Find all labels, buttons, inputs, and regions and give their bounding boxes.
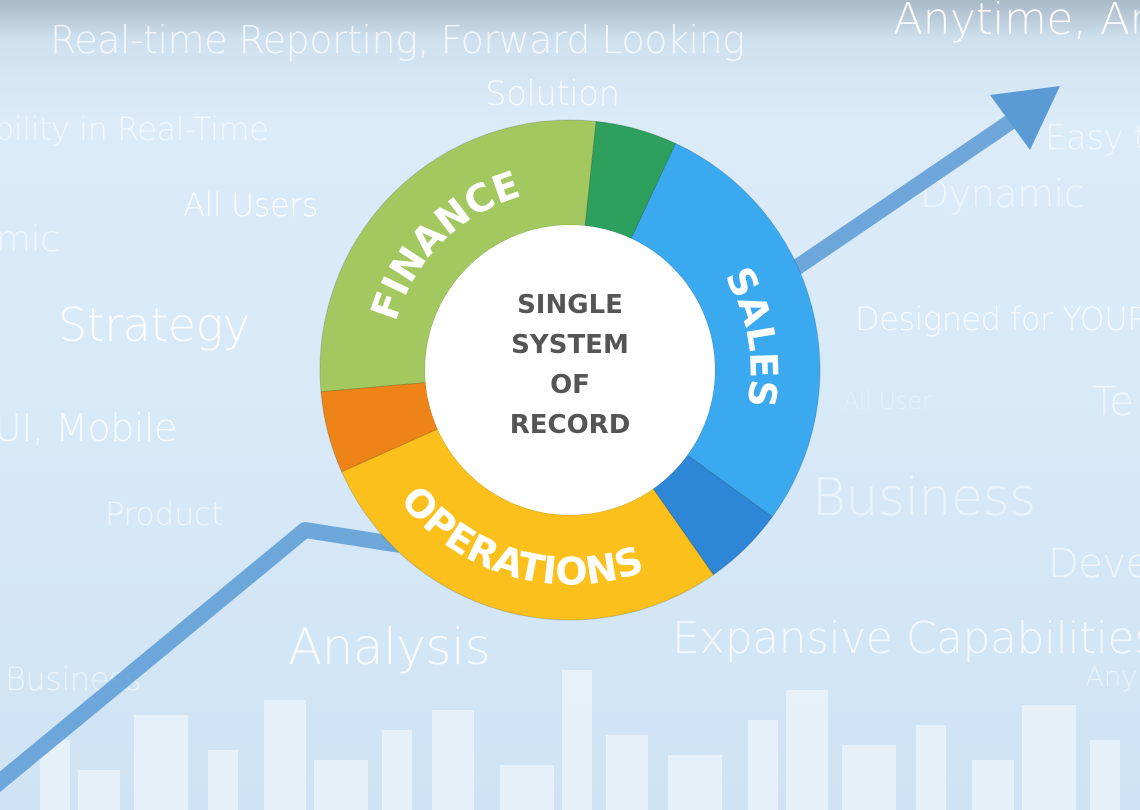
center-circle xyxy=(425,225,715,515)
bg-word: Dynamic xyxy=(920,172,1085,216)
bg-word: Anytime, An xyxy=(893,0,1140,45)
building xyxy=(748,720,778,810)
center-line: SINGLE xyxy=(517,290,623,320)
building xyxy=(134,715,188,810)
bg-word: Easy to xyxy=(1045,118,1140,158)
building xyxy=(208,750,238,810)
bg-word: UI, Mobile xyxy=(0,406,177,450)
bg-word: Product xyxy=(105,495,224,533)
center-label: SINGLE SYSTEM OF RECORD xyxy=(470,285,670,445)
ring-segment-operations xyxy=(340,428,715,621)
arrow-line-lower xyxy=(0,522,402,793)
building xyxy=(842,745,896,810)
bg-word: All User xyxy=(843,387,932,415)
building xyxy=(264,700,306,810)
center-line: RECORD xyxy=(509,410,631,440)
bg-word: Deve xyxy=(1048,541,1140,587)
bg-word: bility in Real-Time xyxy=(0,110,269,148)
building xyxy=(972,760,1014,810)
building xyxy=(916,725,946,810)
building xyxy=(432,710,474,810)
building xyxy=(78,770,120,810)
building xyxy=(500,765,554,810)
bg-word: Designed for YOUR xyxy=(855,300,1140,338)
building xyxy=(1090,740,1120,810)
building xyxy=(606,735,648,810)
bg-word: Real-time Reporting, Forward Looking xyxy=(50,18,745,62)
bg-word: Solution xyxy=(485,74,620,114)
building xyxy=(382,730,412,810)
ring-segment-finance xyxy=(319,119,597,393)
ring-segment-sales xyxy=(630,142,821,518)
bg-word: Business xyxy=(812,468,1036,528)
bg-word: Analysis xyxy=(288,618,491,676)
bg-word: Any xyxy=(1085,660,1137,693)
bg-word: All Users xyxy=(183,186,318,224)
center-line: OF xyxy=(550,370,590,400)
building xyxy=(314,760,368,810)
arrowhead-icon xyxy=(990,86,1060,150)
bg-word: Te xyxy=(1092,379,1134,425)
bg-word: Strategy xyxy=(58,298,250,352)
building xyxy=(786,690,828,810)
building xyxy=(562,670,592,810)
bg-word: mic xyxy=(0,219,60,260)
building xyxy=(668,755,722,810)
ring-segment-finance-accent xyxy=(584,120,677,240)
center-line: SYSTEM xyxy=(511,330,629,360)
bg-word: Expansive Capabilities xyxy=(672,613,1140,664)
building xyxy=(1022,705,1076,810)
arrow-line-upper xyxy=(785,105,1030,279)
